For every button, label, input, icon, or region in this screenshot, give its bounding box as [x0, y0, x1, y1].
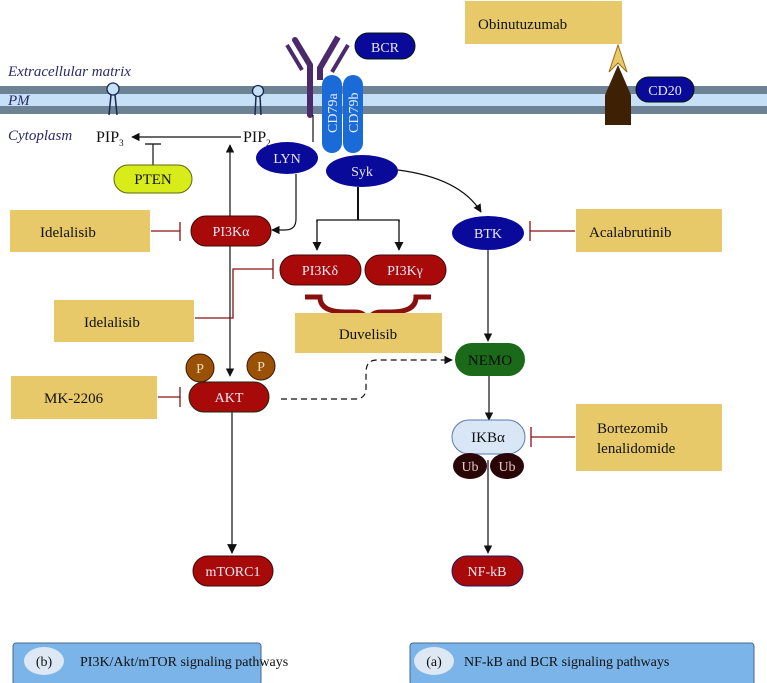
ubiquitin-1: Ub [453, 453, 487, 479]
pi3kd-node: PI3Kδ [279, 254, 362, 286]
drug-obinutuzumab: Obinutuzumab [465, 1, 622, 44]
svg-text:Acalabrutinib: Acalabrutinib [589, 225, 671, 241]
svg-text:(b): (b) [36, 655, 53, 670]
lipid-pip2-icon [251, 84, 265, 116]
svg-text:PI3K/Akt/mTOR signaling pathwa: PI3K/Akt/mTOR signaling pathways [80, 655, 288, 670]
svg-text:Syk: Syk [351, 165, 373, 180]
pip3-label: PIP3 [96, 129, 124, 148]
nemo-node: NEMO [455, 343, 525, 376]
svg-text:BTK: BTK [474, 227, 502, 242]
btk-node: BTK [452, 216, 524, 250]
svg-text:Obinutuzumab: Obinutuzumab [478, 17, 567, 33]
svg-text:lenalidomide: lenalidomide [597, 441, 676, 457]
drug-mk2206: MK-2206 [11, 376, 157, 419]
svg-text:CD79a: CD79a [326, 93, 341, 133]
legend-b: (b) PI3K/Akt/mTOR signaling pathways [12, 642, 288, 683]
bcr-label-node: BCR [354, 32, 416, 60]
syk-to-btk-arrow [397, 169, 482, 213]
svg-text:NF-kB: NF-kB [468, 565, 507, 580]
mtorc1-node: mTORC1 [192, 555, 274, 587]
phospho-p1: P [185, 353, 215, 383]
pi3kg-node: PI3Kγ [364, 254, 447, 286]
cd20-receptor-icon [605, 43, 631, 125]
drug-duvelisib: Duvelisib [295, 313, 442, 353]
cd20-node: CD20 [635, 76, 695, 103]
plasma-membrane [0, 86, 767, 114]
legend-a: (a) NF-kB and BCR signaling pathways [409, 642, 755, 683]
svg-text:PI3Kδ: PI3Kδ [302, 264, 339, 279]
svg-text:MK-2206: MK-2206 [44, 391, 104, 407]
svg-text:Bortezomib: Bortezomib [597, 421, 668, 437]
ikba-node: IKBα [451, 419, 526, 455]
svg-text:Idelalisib: Idelalisib [40, 225, 96, 241]
idelalisib-pi3kd-inhibition [195, 268, 273, 319]
svg-text:PI3Kα: PI3Kα [213, 225, 251, 240]
region-extracellular: Extracellular matrix [7, 64, 131, 80]
drug-acalabrutinib: Acalabrutinib [576, 209, 722, 252]
svg-text:P: P [196, 362, 204, 377]
svg-text:P: P [257, 360, 265, 375]
syk-node: Syk [326, 155, 398, 187]
lyn-to-pi3ka-arrow [271, 174, 297, 235]
svg-text:LYN: LYN [273, 152, 300, 167]
phospho-p2: P [246, 351, 276, 381]
drug-idelalisib-2: Idelalisib [54, 300, 194, 342]
nfkb-node: NF-kB [451, 555, 524, 587]
akt-to-nemo-dashed-arrow [281, 355, 453, 400]
pten-node: PTEN [113, 164, 193, 194]
svg-text:NEMO: NEMO [468, 353, 512, 369]
lipid-pip3-icon [106, 82, 120, 116]
svg-text:NF-kB and BCR signaling pathwa: NF-kB and BCR signaling pathways [464, 655, 669, 670]
svg-text:PI3Kγ: PI3Kγ [387, 264, 423, 279]
region-pm: PM [7, 93, 31, 109]
svg-text:Ub: Ub [461, 460, 478, 475]
akt-node: AKT [188, 381, 270, 413]
drug-bortezomib-lenalidomide: Bortezomib lenalidomide [576, 404, 722, 471]
bcr-antibody-icon [285, 35, 350, 142]
drug-idelalisib-1: Idelalisib [10, 210, 150, 252]
svg-text:Idelalisib: Idelalisib [84, 315, 140, 331]
svg-text:PTEN: PTEN [134, 172, 172, 188]
ubiquitin-2: Ub [490, 453, 524, 479]
cd79b-node: CD79b [343, 75, 363, 153]
svg-text:mTORC1: mTORC1 [206, 565, 261, 580]
svg-text:AKT: AKT [215, 391, 244, 406]
svg-text:CD79b: CD79b [347, 93, 362, 133]
pip2-label: PIP2 [243, 129, 271, 148]
svg-text:BCR: BCR [371, 41, 400, 56]
svg-text:(a): (a) [426, 655, 442, 670]
svg-text:CD20: CD20 [648, 84, 681, 99]
cd79a-node: CD79a [322, 75, 342, 153]
svg-text:IKBα: IKBα [471, 430, 505, 446]
svg-text:Duvelisib: Duvelisib [339, 327, 397, 343]
region-cytoplasm: Cytoplasm [8, 128, 72, 144]
pi3ka-node: PI3Kα [190, 215, 272, 247]
svg-text:Ub: Ub [498, 460, 515, 475]
lyn-node: LYN [256, 142, 318, 174]
